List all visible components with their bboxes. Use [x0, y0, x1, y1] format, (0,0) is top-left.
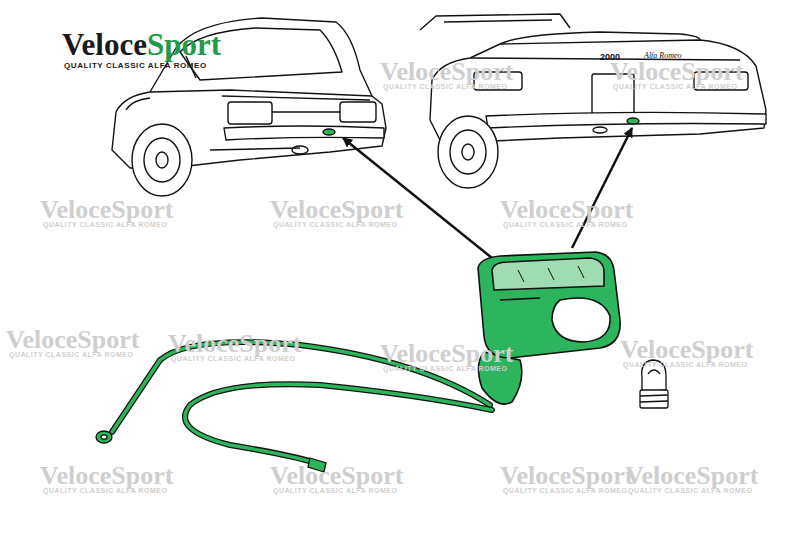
watermark-tagline: QUALITY CLASSIC ALFA ROMEO — [613, 83, 737, 91]
watermark: VeloceSport — [380, 340, 513, 369]
coupe-drawing — [112, 18, 386, 196]
watermark-tagline: QUALITY CLASSIC ALFA ROMEO — [273, 221, 397, 229]
watermark: VeloceSport — [270, 196, 403, 225]
spider-drawing — [420, 14, 766, 188]
watermark-tagline: QUALITY CLASSIC ALFA ROMEO — [628, 487, 752, 495]
watermark-tagline: QUALITY CLASSIC ALFA ROMEO — [43, 487, 167, 495]
pointer-arrow — [572, 128, 632, 248]
watermark: VeloceSport — [40, 462, 173, 491]
watermark: VeloceSport — [610, 58, 743, 87]
watermark: VeloceSport — [620, 336, 753, 365]
logo-word: Veloce — [62, 28, 147, 62]
plate-lamp — [478, 252, 620, 404]
watermark: VeloceSport — [270, 462, 403, 491]
watermark-tagline: QUALITY CLASSIC ALFA ROMEO — [9, 351, 133, 359]
watermark-tagline: QUALITY CLASSIC ALFA ROMEO — [503, 487, 627, 495]
watermark-tagline: QUALITY CLASSIC ALFA ROMEO — [383, 83, 507, 91]
watermark: VeloceSport — [500, 462, 633, 491]
watermark-tagline: QUALITY CLASSIC ALFA ROMEO — [503, 221, 627, 229]
watermark: VeloceSport — [168, 330, 301, 359]
watermark: VeloceSport — [625, 462, 758, 491]
watermark-tagline: QUALITY CLASSIC ALFA ROMEO — [383, 365, 507, 373]
watermark: VeloceSport — [40, 196, 173, 225]
watermark-tagline: QUALITY CLASSIC ALFA ROMEO — [273, 487, 397, 495]
watermark-tagline: QUALITY CLASSIC ALFA ROMEO — [171, 355, 295, 363]
logo-word: Sport — [147, 28, 221, 62]
watermark: VeloceSport — [6, 326, 139, 355]
logo-tagline: QUALITY CLASSIC ALFA ROMEO — [64, 62, 207, 71]
watermark-tagline: QUALITY CLASSIC ALFA ROMEO — [43, 221, 167, 229]
watermark: VeloceSport — [380, 58, 513, 87]
watermark: VeloceSport — [500, 196, 633, 225]
watermark-tagline: QUALITY CLASSIC ALFA ROMEO — [623, 361, 747, 369]
